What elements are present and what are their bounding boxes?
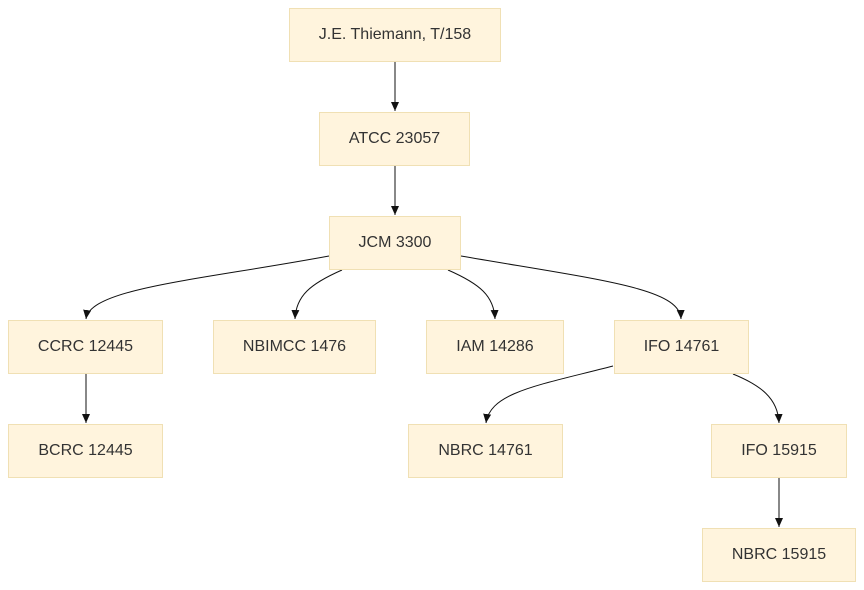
edge-n7-n9 (483, 365, 614, 424)
node-nbimcc-1476: NBIMCC 1476 (213, 320, 376, 374)
node-bcrc-12445: BCRC 12445 (8, 424, 163, 478)
node-atcc-23057: ATCC 23057 (319, 112, 470, 166)
edge-n7-n10 (732, 373, 783, 424)
edge-n3-n5 (291, 269, 343, 320)
edge-n3-n7 (460, 255, 685, 320)
node-ifo-15915: IFO 15915 (711, 424, 847, 478)
edge-n3-n6 (447, 269, 499, 320)
node-jcm-3300: JCM 3300 (329, 216, 461, 270)
node-nbrc-14761: NBRC 14761 (408, 424, 563, 478)
node-nbrc-15915: NBRC 15915 (702, 528, 856, 582)
edge-n3-n4 (83, 255, 330, 320)
node-jethiemann-t158: J.E. Thiemann, T/158 (289, 8, 501, 62)
node-iam-14286: IAM 14286 (426, 320, 564, 374)
node-ccrc-12445: CCRC 12445 (8, 320, 163, 374)
node-ifo-14761: IFO 14761 (614, 320, 749, 374)
